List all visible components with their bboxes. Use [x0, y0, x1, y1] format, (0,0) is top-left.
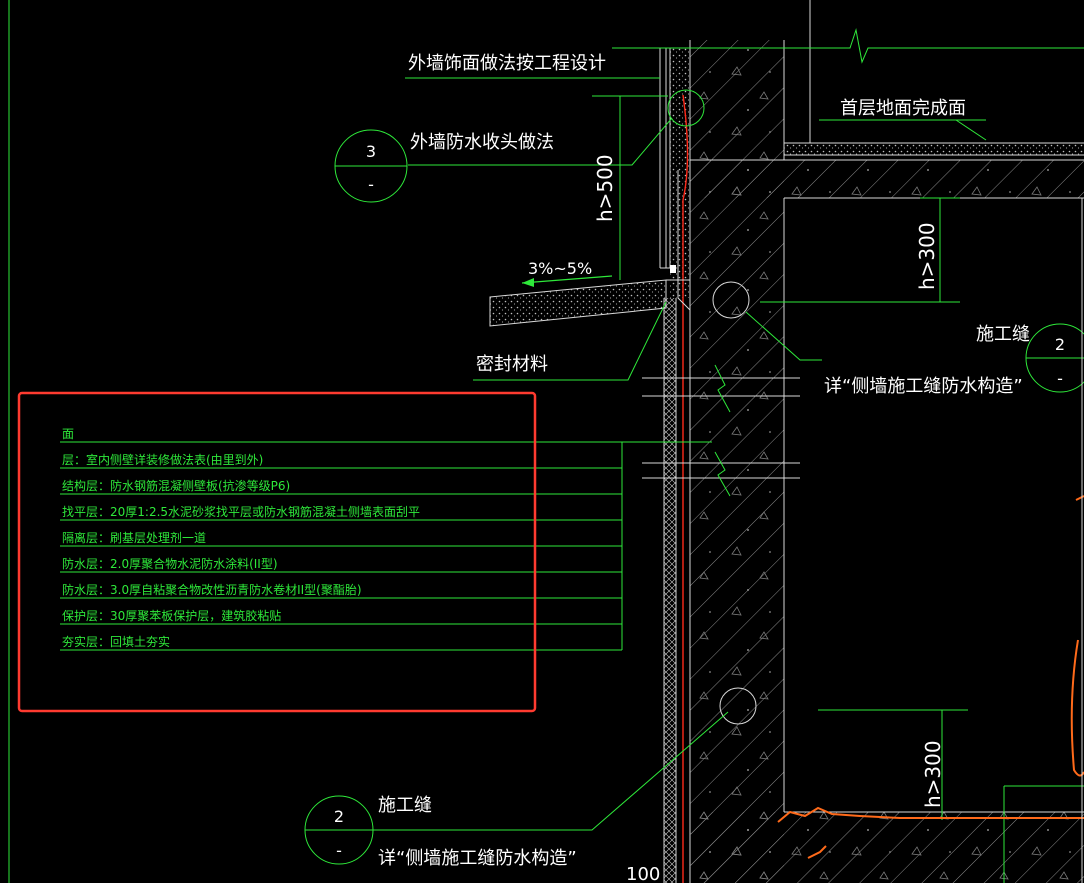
dim-h500: h>500: [593, 154, 617, 222]
label-construction-joint-right: 施工缝: [976, 324, 1030, 345]
callout-3: 3 -: [334, 129, 408, 203]
dim-100: 100: [626, 864, 660, 883]
layer-list-leaders: [60, 441, 712, 651]
sill-ledge: [489, 275, 690, 327]
joint-marker-mid: [712, 281, 750, 319]
label-sealing-material: 密封材料: [476, 354, 548, 375]
layer-item: 面: [62, 427, 74, 441]
layer-item: 保护层：30厚聚苯板保护层，建筑胶粘贴: [62, 608, 281, 623]
callout-2-right: 2 -: [1025, 323, 1084, 393]
label-construction-joint-bottom: 施工缝: [378, 795, 432, 816]
callout-2-right-sub: -: [1057, 369, 1063, 388]
label-exterior-finish: 外墙饰面做法按工程设计: [408, 53, 606, 74]
joint-marker-bottom: [719, 687, 757, 725]
layer-item: 夯实层：回填土夯实: [62, 634, 170, 649]
layer-item: 找平层：20厚1:2.5水泥砂浆找平层或防水钢筋混凝土侧墙表面刮平: [62, 504, 420, 519]
break-lines: [612, 28, 1084, 497]
leader-lines: [373, 77, 1084, 883]
layer-item: 结构层：防水钢筋混凝侧壁板(抗渗等级P6): [62, 478, 290, 493]
callout-3-number: 3: [366, 142, 376, 161]
label-waterproof-termination: 外墙防水收头做法: [410, 132, 554, 153]
layer-item: 防水层：3.0厚自粘聚合物改性沥青防水卷材II型(聚酯胎): [62, 582, 362, 597]
side-wall-structure: [689, 40, 1084, 883]
layer-list: 面 层：室内侧壁详装修做法表(由里到外) 结构层：防水钢筋混凝侧壁板(抗渗等级P…: [62, 427, 420, 649]
ground-floor-finish: [784, 0, 1084, 156]
joint-marker-top: [667, 89, 705, 127]
dim-h300-top: h>300: [915, 222, 939, 290]
freehand-annotations: [777, 495, 1084, 859]
label-detail-ref-bottom: 详“侧墙施工缝防水构造”: [378, 848, 577, 869]
callout-2-bottom-sub: -: [336, 841, 342, 860]
label-ground-finish: 首层地面完成面: [840, 98, 966, 119]
layer-item: 层：室内侧壁详装修做法表(由里到外): [62, 452, 263, 467]
label-slope: 3%~5%: [528, 259, 592, 278]
callout-3-sub: -: [368, 175, 374, 194]
callout-2-bottom: 2 -: [304, 795, 374, 865]
callout-2-right-number: 2: [1055, 335, 1065, 354]
layer-item: 防水层：2.0厚聚合物水泥防水涂料(II型): [62, 556, 278, 571]
exterior-wall-layers: [659, 48, 690, 298]
layer-item: 隔离层：刷基层处理剂一道: [62, 530, 206, 545]
highlight-box: [17, 391, 537, 713]
callout-2-bottom-number: 2: [334, 807, 344, 826]
dim-h300-bottom: h>300: [921, 740, 945, 808]
label-detail-ref-right: 详“侧墙施工缝防水构造”: [824, 376, 1023, 397]
